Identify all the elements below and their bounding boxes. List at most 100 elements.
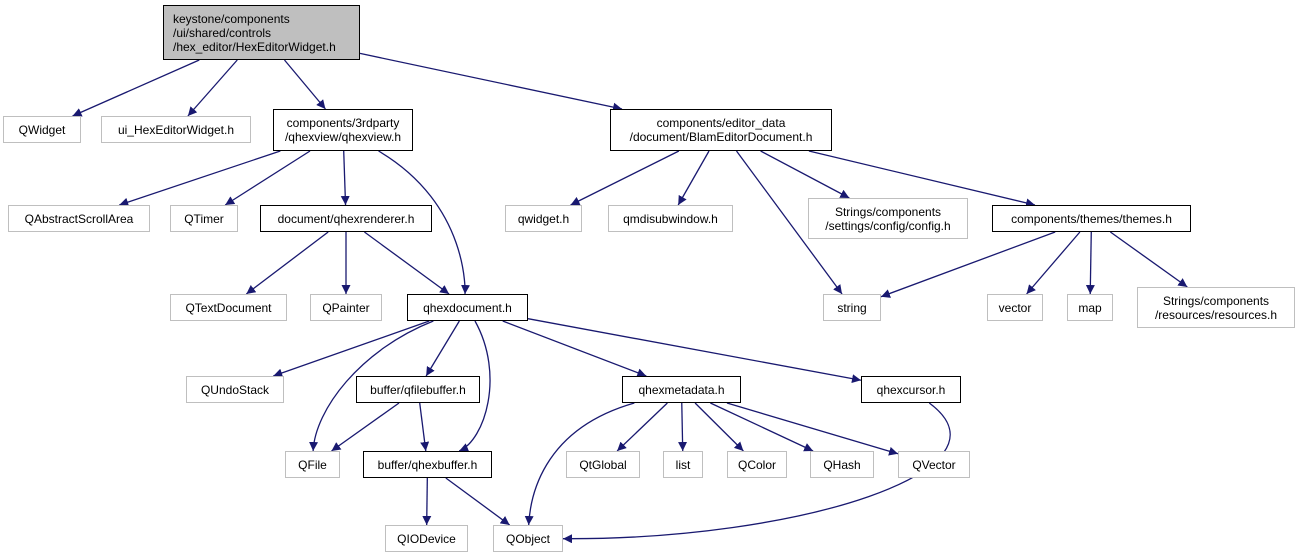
node-label-line: QTimer <box>184 211 224 226</box>
node-label-line: components/editor_data <box>656 116 786 130</box>
edge-root-to-qhexview <box>283 59 326 110</box>
edge-BlamEditorDocument-to-qmdisubwindow <box>677 150 710 206</box>
node-QtGlobal: QtGlobal <box>566 451 640 478</box>
edge-qhexbuffer-to-QIODevice <box>422 477 432 526</box>
edge-qfilebuffer-to-QFile <box>331 402 400 452</box>
edge-root-to-QWidget <box>72 59 200 117</box>
node-label-line: vector <box>998 300 1032 315</box>
node-qhexdocument[interactable]: qhexdocument.h <box>407 294 528 321</box>
node-label-line: QTextDocument <box>185 300 272 315</box>
edge-qhexbuffer-to-QObject <box>445 477 511 526</box>
node-vector: vector <box>987 294 1043 321</box>
node-label-line: QPainter <box>322 300 370 315</box>
edge-BlamEditorDocument-to-qwidget_h <box>570 150 680 206</box>
node-QTextDocument: QTextDocument <box>170 294 287 321</box>
edge-qhexdocument-to-QFile <box>309 320 434 452</box>
node-label-line: QAbstractScrollArea <box>24 211 134 226</box>
node-label-line: buffer/qfilebuffer.h <box>370 382 466 397</box>
node-config: Strings/components/settings/config/confi… <box>808 198 968 239</box>
node-qhexcursor[interactable]: qhexcursor.h <box>861 376 961 403</box>
node-qhexbuffer[interactable]: buffer/qhexbuffer.h <box>363 451 492 478</box>
edge-qfilebuffer-to-qhexbuffer <box>419 402 430 452</box>
node-label-line: components/themes/themes.h <box>1011 211 1172 226</box>
edge-qhexrenderer-to-qhexdocument <box>364 231 450 295</box>
node-QVector: QVector <box>898 451 970 478</box>
node-label-line: /resources/resources.h <box>1154 307 1278 322</box>
edge-qhexrenderer-to-QTextDocument <box>245 231 329 295</box>
node-BlamEditorDocument[interactable]: components/editor_data/document/BlamEdit… <box>610 109 832 151</box>
node-label-line: /settings/config/config.h <box>825 218 951 233</box>
node-label-line: QWidget <box>18 122 66 137</box>
edge-qhexmetadata-to-QObject <box>524 402 635 526</box>
edge-BlamEditorDocument-to-string <box>735 150 843 295</box>
node-map: map <box>1067 294 1113 321</box>
edge-BlamEditorDocument-to-themes <box>808 150 1036 208</box>
node-label-line: Strings/components <box>1162 293 1270 308</box>
node-QWidget: QWidget <box>3 116 81 143</box>
edge-qhexmetadata-to-QVector <box>726 402 899 456</box>
node-label-line: QUndoStack <box>200 382 270 397</box>
node-qhexrenderer[interactable]: document/qhexrenderer.h <box>260 205 432 232</box>
edge-qhexview-to-qhexdocument <box>378 150 470 295</box>
node-string: string <box>823 294 881 321</box>
node-label-line: /qhexview/qhexview.h <box>284 130 402 144</box>
node-label-line: QtGlobal <box>579 457 627 472</box>
node-label-line: map <box>1078 300 1102 315</box>
node-themes[interactable]: components/themes/themes.h <box>992 205 1191 232</box>
node-label-line: QFile <box>298 457 327 472</box>
node-label-line: ui_HexEditorWidget.h <box>117 122 235 137</box>
node-QAbstractScrollArea: QAbstractScrollArea <box>8 205 150 232</box>
node-label-line: qwidget.h <box>517 211 570 226</box>
node-label-line: QObject <box>505 531 550 546</box>
edge-qhexdocument-to-qhexcursor <box>527 318 862 384</box>
edge-qhexdocument-to-qhexmetadata <box>502 320 647 377</box>
node-qhexmetadata[interactable]: qhexmetadata.h <box>622 376 741 403</box>
node-label-line: QVector <box>912 457 956 472</box>
node-label-line: qmdisubwindow.h <box>623 211 718 226</box>
node-label-line: string <box>837 300 867 315</box>
node-list: list <box>663 451 703 478</box>
edge-root-to-BlamEditorDocument <box>359 52 623 112</box>
node-QObject: QObject <box>493 525 563 552</box>
edge-qhexview-to-qhexrenderer <box>340 150 350 206</box>
node-label-line: qhexmetadata.h <box>638 382 725 397</box>
node-label-line: QColor <box>737 457 776 472</box>
node-label-line: /hex_editor/HexEditorWidget.h <box>173 39 336 54</box>
edge-root-to-ui_HexEditorWidget <box>187 59 238 117</box>
node-label-line: keystone/components <box>173 11 290 26</box>
edge-themes-to-map <box>1085 231 1095 295</box>
node-label-line: document/qhexrenderer.h <box>277 211 415 226</box>
node-qhexview[interactable]: components/3rdparty/qhexview/qhexview.h <box>273 109 413 151</box>
node-label-line: /document/BlamEditorDocument.h <box>629 130 813 144</box>
node-root: keystone/components/ui/shared/controls/h… <box>163 5 360 60</box>
edge-qhexdocument-to-qfilebuffer <box>425 320 460 377</box>
edge-qhexmetadata-to-list <box>678 402 688 452</box>
node-QIODevice: QIODevice <box>385 525 468 552</box>
node-label-line: buffer/qhexbuffer.h <box>377 457 478 472</box>
node-label-line: /ui/shared/controls <box>173 25 272 40</box>
edge-BlamEditorDocument-to-config <box>760 150 850 199</box>
node-label-line: components/3rdparty <box>286 116 400 130</box>
edge-qhexcursor-to-QObject <box>562 402 951 544</box>
node-label-line: list <box>675 457 691 472</box>
edge-themes-to-vector <box>1026 231 1081 295</box>
node-QHash: QHash <box>810 451 874 478</box>
edge-qhexmetadata-to-QColor <box>694 402 744 452</box>
node-label-line: Strings/components <box>834 204 942 219</box>
node-qfilebuffer[interactable]: buffer/qfilebuffer.h <box>356 376 480 403</box>
edge-themes-to-resources <box>1110 231 1188 288</box>
node-label-line: QHash <box>823 457 861 472</box>
node-qmdisubwindow: qmdisubwindow.h <box>608 205 733 232</box>
node-label-line: qhexdocument.h <box>423 300 512 315</box>
node-resources: Strings/components/resources/resources.h <box>1137 287 1295 328</box>
edge-qhexdocument-to-qhexbuffer <box>458 320 491 452</box>
node-QUndoStack: QUndoStack <box>186 376 284 403</box>
node-label-line: qhexcursor.h <box>876 382 946 397</box>
node-QPainter: QPainter <box>310 294 382 321</box>
edge-themes-to-string <box>880 231 1056 298</box>
edge-qhexview-to-QTimer <box>224 150 311 206</box>
node-qwidget_h: qwidget.h <box>505 205 582 232</box>
edge-qhexmetadata-to-QHash <box>710 402 814 452</box>
